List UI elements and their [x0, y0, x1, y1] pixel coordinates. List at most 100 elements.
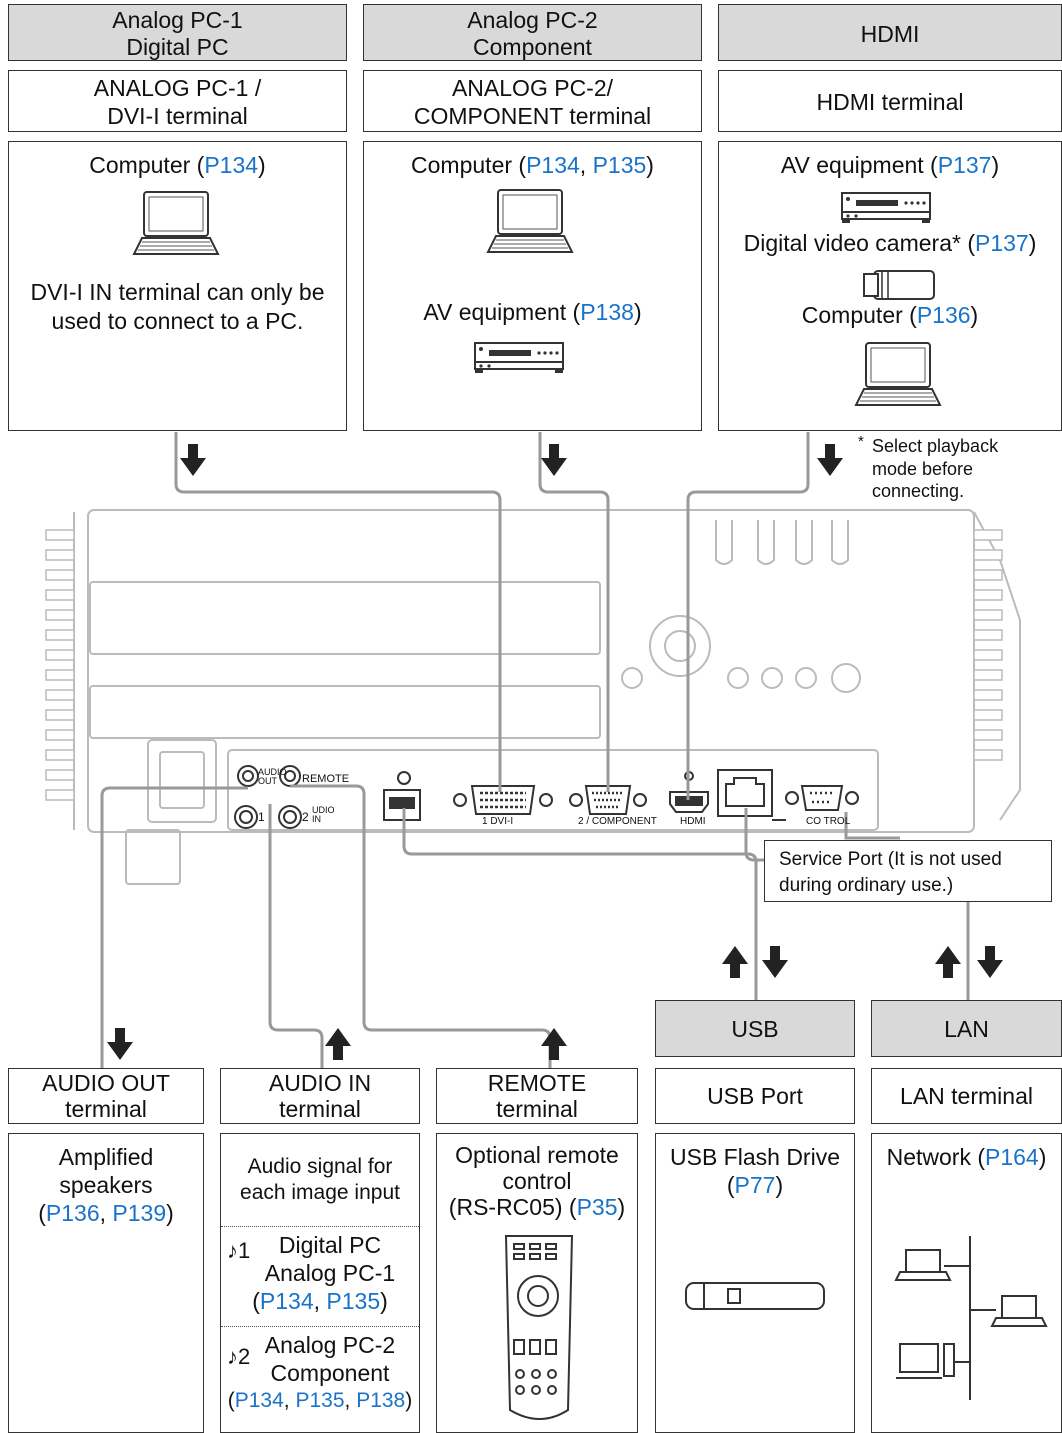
audio-in-2-label: 2: [302, 810, 309, 824]
page-link[interactable]: P164: [985, 1144, 1039, 1170]
page-link[interactable]: P134: [204, 152, 259, 178]
camera-label: Digital video camera* (P137): [743, 230, 1037, 256]
page-link[interactable]: P134: [234, 1389, 284, 1412]
hdmi-note-line-2: mode before: [872, 458, 974, 479]
down-arrow-icon: [107, 1028, 133, 1060]
dvi-port-label: 1 DVI-I: [482, 816, 514, 827]
up-arrow-icon: [935, 946, 961, 978]
devices-audio-out: Amplified speakers (P136, P139): [8, 1133, 204, 1433]
terminal-hdmi: HDMI terminal: [718, 70, 1062, 132]
page-link[interactable]: P35: [576, 1194, 618, 1220]
page-link[interactable]: P135: [592, 152, 647, 178]
page-link[interactable]: P77: [734, 1172, 776, 1198]
audio-out-port[interactable]: [237, 765, 259, 787]
header-line-2: Component: [473, 34, 592, 60]
page-link[interactable]: P134: [259, 1288, 314, 1314]
audio-in-1-port[interactable]: [234, 805, 258, 829]
music-note-1-icon: ♪1: [227, 1238, 251, 1263]
hdmi-note-line-3: connecting.: [872, 481, 965, 501]
audio-in-1-label: 1: [258, 810, 265, 824]
laptop-icon: [487, 189, 573, 253]
hdmi-note: * Select playback mode before connecting…: [858, 433, 999, 501]
dvi-port[interactable]: [453, 785, 553, 815]
terminal-audio-out: AUDIO OUT terminal: [8, 1068, 204, 1124]
header-analog-pc1: Analog PC-1 Digital PC: [8, 4, 347, 61]
service-note-line-2: during ordinary use.): [779, 874, 954, 896]
hdmi-port-label: HDMI: [680, 816, 706, 827]
music-note-2-icon: ♪2: [227, 1344, 251, 1369]
header-usb: USB: [655, 1000, 855, 1057]
divider: [221, 1226, 419, 1227]
projector-body: [73, 509, 1021, 885]
audio-in-2-port[interactable]: [278, 805, 302, 829]
page-link[interactable]: P138: [580, 299, 634, 325]
lan-port[interactable]: [717, 769, 786, 821]
projector-fins: [45, 529, 1003, 801]
usb-flash-drive-icon: [685, 1282, 825, 1310]
terminal-audio-in: AUDIO IN terminal: [220, 1068, 420, 1124]
page-links: (P136, P139): [38, 1200, 174, 1226]
remote-port-label: REMOTE: [302, 773, 350, 785]
up-arrow-icon: [722, 946, 748, 978]
devices-remote: Optional remote control (RS-RC05) (P35): [436, 1133, 638, 1433]
page-link[interactable]: P134: [526, 152, 580, 178]
terminal-remote: REMOTE terminal: [436, 1068, 638, 1124]
divider: [221, 1326, 419, 1327]
header-line-1: Analog PC-1: [112, 7, 243, 33]
page-link[interactable]: P136: [916, 302, 971, 328]
header-line-1: HDMI: [860, 21, 920, 47]
terminal-line-1: ANALOG PC-2/: [451, 75, 614, 101]
terminal-line-2: COMPONENT terminal: [413, 103, 652, 129]
devices-usb: USB Flash Drive (P77): [655, 1133, 855, 1433]
page-link[interactable]: P135: [326, 1288, 381, 1314]
network-icon: [894, 1236, 1048, 1400]
header-line-1: Analog PC-2: [467, 7, 598, 33]
usb-port[interactable]: [383, 771, 421, 821]
down-arrow-icon: [817, 444, 843, 476]
terminal-usb: USB Port: [655, 1068, 855, 1124]
av-deck-icon: [474, 342, 564, 374]
devices-analog-pc1: Computer (P134) DVI-I IN terminal can on…: [8, 141, 347, 431]
av-deck-icon: [841, 192, 931, 224]
terminal-lan: LAN terminal: [871, 1068, 1062, 1124]
remote-control-icon: [504, 1235, 574, 1420]
page-link[interactable]: P137: [974, 230, 1029, 256]
header-analog-pc2: Analog PC-2 Component: [363, 4, 702, 61]
hdmi-note-line-1: Select playback: [872, 436, 999, 456]
up-arrow-icon: [541, 1028, 567, 1060]
computer-label: Computer (P134, P135): [411, 152, 654, 178]
component-port-label: 2 / COMPONENT: [578, 816, 657, 827]
page-link[interactable]: P137: [937, 152, 992, 178]
terminal-analog-pc1: ANALOG PC-1 / DVI-I terminal: [8, 70, 347, 132]
down-arrow-icon: [762, 946, 788, 978]
note-line-2: used to connect to a PC.: [51, 308, 304, 334]
av-equipment-label: AV equipment (P137): [780, 152, 1000, 178]
page-link[interactable]: P138: [356, 1389, 406, 1412]
component-port[interactable]: [569, 785, 647, 815]
up-arrow-icon: [325, 1028, 351, 1060]
terminal-line-1: HDMI terminal: [816, 89, 964, 115]
header-hdmi: HDMI: [718, 4, 1062, 61]
service-port-note: Service Port (It is not used during ordi…: [764, 840, 1052, 902]
header-line-2: Digital PC: [126, 34, 229, 60]
page-link[interactable]: P136: [45, 1200, 100, 1226]
laptop-icon: [855, 342, 941, 406]
control-port[interactable]: [785, 785, 859, 811]
terminal-line-1: ANALOG PC-1 /: [93, 75, 262, 101]
control-port-label: CO TROL: [806, 816, 851, 827]
computer-label: Computer (P136): [801, 302, 979, 328]
service-note-line-1: Service Port (It is not used: [779, 849, 1002, 870]
down-arrow-icon: [977, 946, 1003, 978]
note-line-1: DVI-I IN terminal can only be: [30, 279, 325, 305]
page-link[interactable]: P135: [295, 1389, 345, 1412]
laptop-icon: [133, 191, 219, 255]
devices-lan: Network (P164): [871, 1133, 1062, 1433]
computer-label: Computer (P134): [89, 152, 266, 178]
terminal-line-2: DVI-I terminal: [107, 103, 248, 129]
down-arrow-icon: [541, 444, 567, 476]
av-equipment-label: AV equipment (P138): [423, 299, 642, 325]
terminal-analog-pc2: ANALOG PC-2/ COMPONENT terminal: [363, 70, 702, 132]
page-link[interactable]: P139: [112, 1200, 167, 1226]
